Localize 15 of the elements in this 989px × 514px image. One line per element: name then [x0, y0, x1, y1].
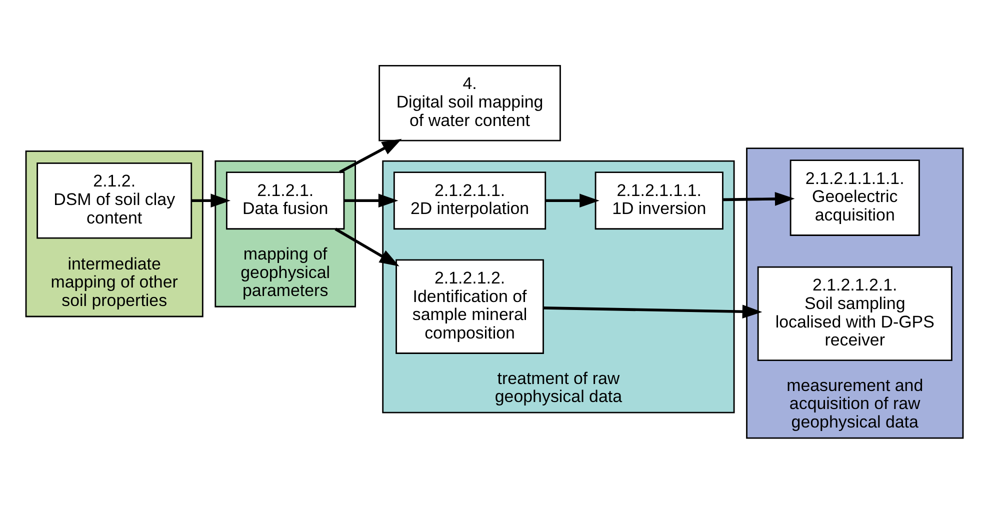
arrow: [191, 193, 231, 208]
node-box: 2.1.2.1.2.1. Soil sampling localised with D-GPS receiver: [757, 266, 952, 361]
arrow: [344, 193, 398, 208]
node-box: 2.1.2.1.1.1. 1D inversion: [594, 171, 724, 230]
node-box: 2.1.2. DSM of soil clay content: [36, 162, 192, 238]
arrow: [544, 304, 762, 318]
node-box: 2.1.2.1.2. Identification of sample mineral composition: [396, 258, 544, 354]
arrow: [334, 227, 400, 266]
arrow: [723, 192, 795, 206]
arrow: [339, 138, 402, 173]
arrow: [545, 193, 600, 208]
node-box: 2.1.2.1. Data fusion: [226, 171, 345, 230]
node-box: 2.1.2.1.1. 2D interpolation: [393, 171, 546, 230]
node-box: 4. Digital soil mapping of water content: [378, 64, 561, 141]
node-box: 2.1.2.1.1.1.1. Geoelectric acquisition: [790, 159, 920, 236]
